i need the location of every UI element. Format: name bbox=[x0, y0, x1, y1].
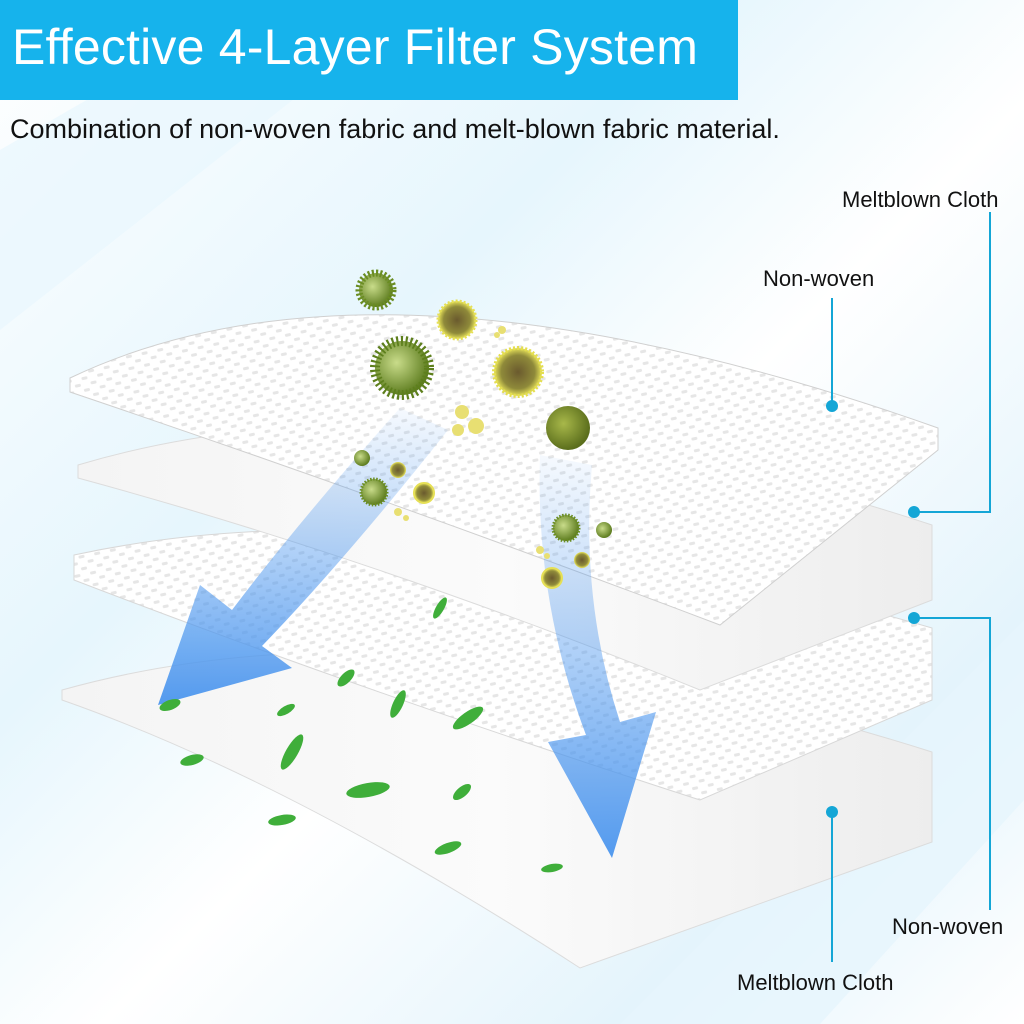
label-nonwoven-top: Non-woven bbox=[763, 266, 875, 291]
leaf-icon bbox=[346, 782, 390, 798]
title-banner: Effective 4-Layer Filter System bbox=[0, 0, 738, 100]
pollen-particle-icon bbox=[492, 346, 544, 398]
label-meltblown-top: Meltblown Cloth bbox=[842, 187, 999, 212]
page-title: Effective 4-Layer Filter System bbox=[12, 19, 699, 75]
layer-nonwoven-top bbox=[69, 314, 939, 626]
leaf-icon bbox=[159, 698, 181, 712]
callout-dots bbox=[826, 400, 920, 818]
virus-particle-icon bbox=[370, 336, 434, 400]
small-particles bbox=[354, 450, 612, 589]
leaf-icon bbox=[541, 863, 563, 873]
leaf-icon bbox=[390, 690, 406, 718]
callout-lines bbox=[831, 212, 991, 962]
spore-particle-icon bbox=[546, 406, 590, 450]
leaf-icon bbox=[180, 754, 204, 766]
leaf-icon bbox=[434, 841, 462, 855]
leaf-icon bbox=[452, 706, 484, 730]
subtitle: Combination of non-woven fabric and melt… bbox=[10, 114, 780, 144]
pollen-grain-cluster bbox=[394, 326, 550, 559]
virus-particle-icon bbox=[355, 269, 397, 311]
leaf-icon bbox=[268, 814, 296, 826]
leaf-icon bbox=[337, 669, 355, 687]
callout-line-meltblown-2 bbox=[914, 212, 991, 513]
leaf-icon bbox=[433, 597, 447, 619]
callout-line-nonwoven-3 bbox=[914, 617, 991, 910]
leaf-icon bbox=[277, 703, 295, 717]
leaf-icon bbox=[280, 734, 304, 770]
leaf-icon bbox=[452, 783, 472, 801]
label-meltblown-bottom: Meltblown Cloth bbox=[737, 970, 894, 995]
label-nonwoven-bottom: Non-woven bbox=[892, 914, 1004, 939]
arrow-down-icon bbox=[539, 455, 656, 858]
pollen-particle-icon bbox=[436, 299, 478, 341]
